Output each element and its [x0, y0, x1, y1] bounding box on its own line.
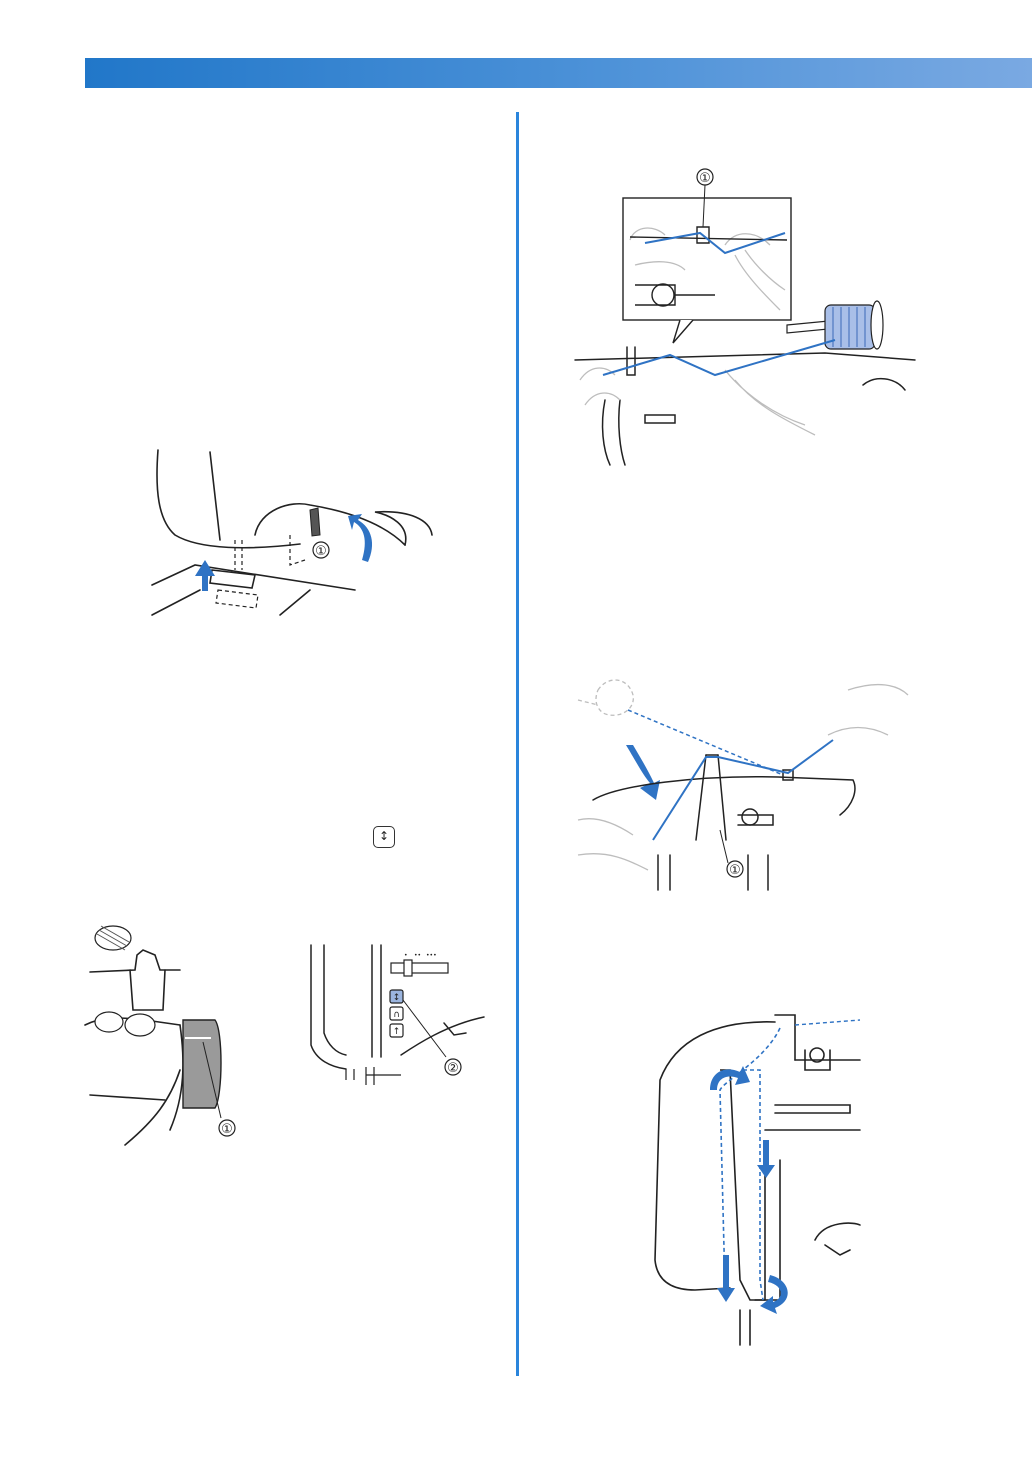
callout-1: ①: [221, 1122, 233, 1137]
speed-icon-fast: •••: [426, 952, 437, 959]
needle-position-button-icon: ↕: [373, 826, 395, 848]
start-stop-button-icon: ↑: [393, 1027, 401, 1037]
callout-1: ①: [315, 544, 327, 559]
presser-foot-lever-figure: ①: [140, 440, 440, 625]
needle-position-button-icon: ↕: [393, 993, 401, 1003]
header-bar: [85, 58, 1032, 88]
callout-1: ①: [729, 863, 741, 878]
reverse-stitch-button-icon: ∩: [393, 1010, 400, 1020]
control-panel-figure: • •• ••• ↕ ∩ ↑ ②: [306, 945, 491, 1085]
column-divider: [516, 112, 519, 1376]
speed-icon-slow: •: [404, 952, 408, 959]
thread-pull-figure: ①: [578, 665, 908, 890]
thread-guide-figure: ①: [575, 165, 915, 470]
callout-2: ②: [447, 1061, 459, 1076]
speed-icon-medium: ••: [414, 952, 421, 959]
threading-path-figure: [655, 1010, 865, 1345]
callout-1: ①: [699, 171, 711, 186]
handwheel-mark-figure: ①: [85, 910, 255, 1145]
